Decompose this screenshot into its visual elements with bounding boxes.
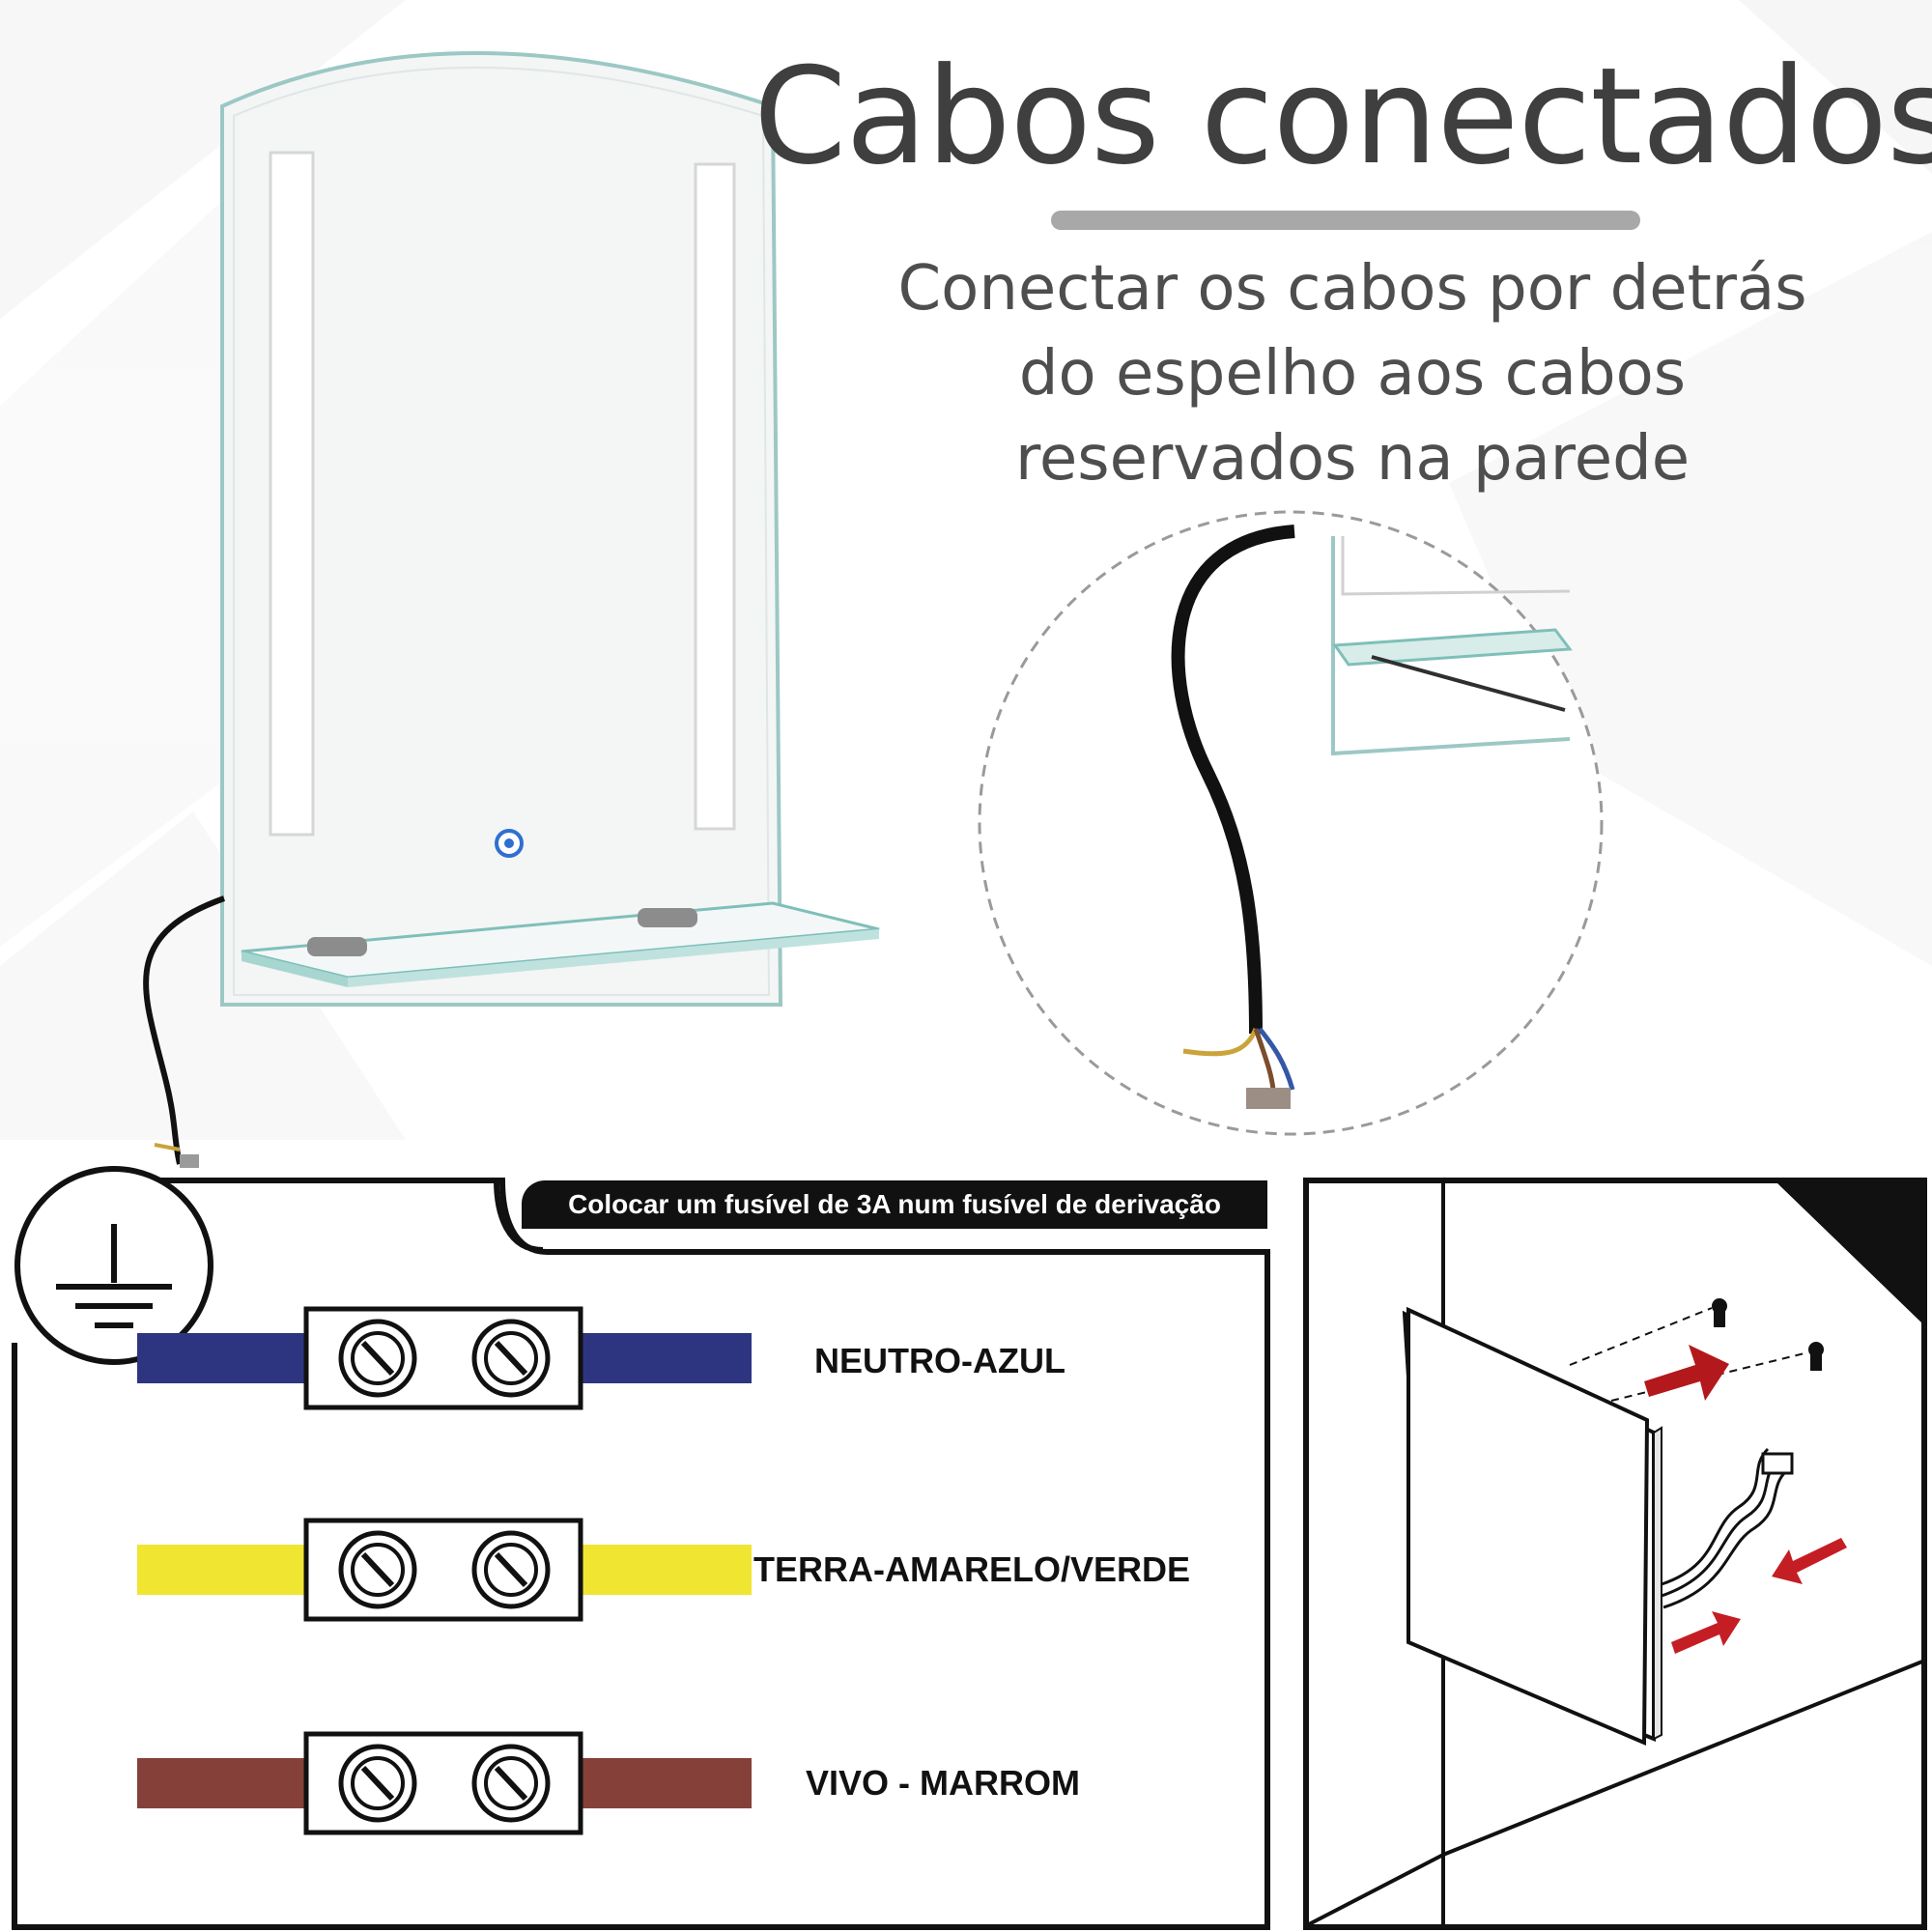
shelf-bracket-right [638, 908, 697, 927]
installation-panel [1303, 1178, 1927, 1930]
description-line: reservados na parede [1014, 423, 1690, 495]
page-title: Cabos conectados [753, 39, 1932, 194]
mirror-product-image [143, 51, 880, 1168]
description-line: do espelho aos cabos [1018, 338, 1687, 410]
terminal-block-neutral [303, 1306, 583, 1410]
page-description: Conectar os cabos por detrás do espelho … [850, 246, 1855, 501]
terminal-block-live [303, 1731, 583, 1835]
terminal-block-earth [303, 1518, 583, 1622]
wire-label-earth: TERRA-AMARELO/VERDE [753, 1549, 1191, 1589]
description-line: Conectar os cabos por detrás [897, 253, 1807, 325]
mirror-led-strip-left [269, 151, 315, 837]
mount-arrow-icon [1644, 1345, 1729, 1401]
wire-label-live: VIVO - MARROM [806, 1763, 1080, 1803]
fuse-note-badge: Colocar um fusível de 3A num fusível de … [522, 1180, 1267, 1229]
mirror-panel-icon [1406, 1306, 1650, 1747]
terminal-block-icon [1246, 1088, 1291, 1109]
wire-label-neutral: NEUTRO-AZUL [814, 1341, 1065, 1380]
mirror-led-strip-right [694, 162, 736, 831]
mirror-cable [143, 895, 226, 1165]
panel-corner-mark [1777, 1183, 1922, 1323]
shelf-bracket-left [307, 937, 367, 956]
wiring-panel [12, 1166, 1270, 1930]
cable-icon [1171, 525, 1295, 1035]
connect-arrow-icon [1671, 1611, 1741, 1654]
connect-arrow-icon [1772, 1538, 1847, 1584]
title-divider [1051, 211, 1640, 230]
cable-detail-inset [978, 510, 1604, 1136]
